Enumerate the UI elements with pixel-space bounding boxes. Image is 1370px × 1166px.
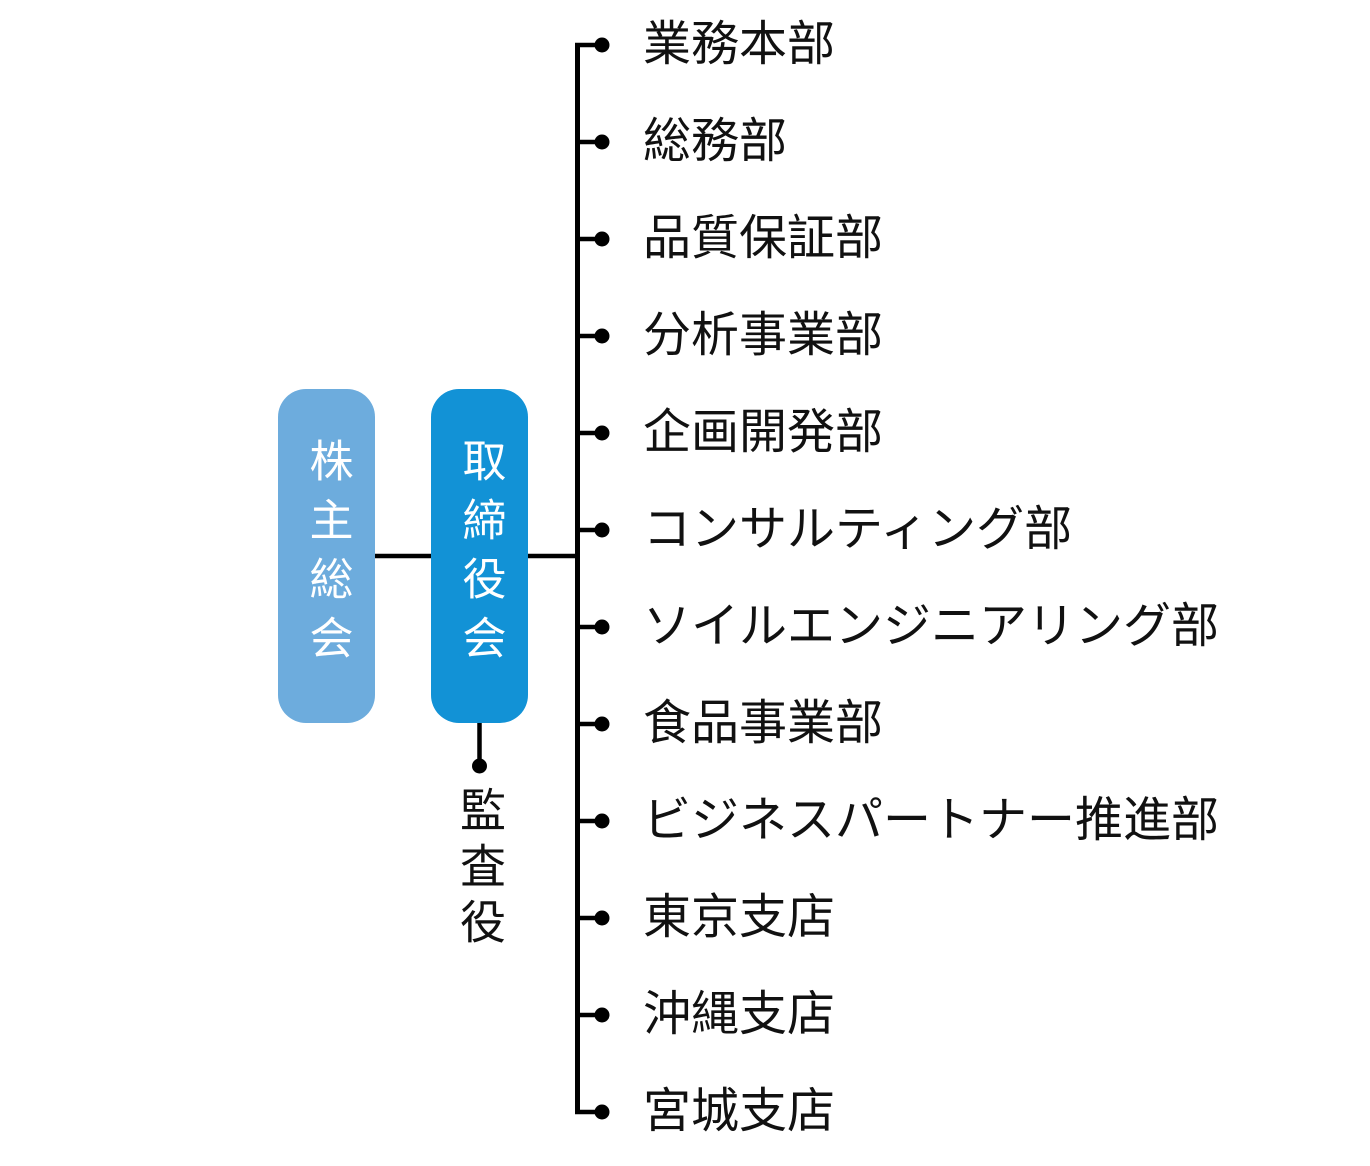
- department-branch-lines: [575, 37, 610, 1120]
- department-label-consulting-bu: コンサルティング部: [643, 503, 1073, 556]
- node-shareholders-meeting: 株主総会: [278, 389, 375, 723]
- department-label-kikaku-kaihatsu-bu: 企画開発部: [643, 406, 884, 459]
- shareholders-meeting-label: 株主総会: [302, 438, 352, 674]
- node-board-of-directors: 取締役会: [431, 389, 528, 723]
- node-auditor: 監査役: [420, 786, 540, 954]
- auditor-bullet-dot: [472, 758, 487, 774]
- department-label-business-partner-bu: ビジネスパートナー推進部: [643, 794, 1220, 847]
- department-label-shokuhin-jigyo-bu: 食品事業部: [643, 697, 884, 750]
- department-label-soil-engineering-bu: ソイルエンジニアリング部: [643, 600, 1220, 653]
- auditor-label: 監査役: [454, 786, 506, 954]
- department-label-tokyo-shiten: 東京支店: [643, 891, 836, 944]
- department-label-somu-bu: 総務部: [643, 115, 788, 168]
- department-label-miyagi-shiten: 宮城支店: [643, 1085, 836, 1138]
- department-label-hinshitsu-hosho-bu: 品質保証部: [643, 212, 884, 265]
- board-of-directors-label: 取締役会: [455, 438, 505, 674]
- department-label-gyomu-honbu: 業務本部: [643, 18, 836, 71]
- department-label-okinawa-shiten: 沖縄支店: [643, 988, 836, 1041]
- department-label-bunseki-jigyo-bu: 分析事業部: [643, 309, 884, 362]
